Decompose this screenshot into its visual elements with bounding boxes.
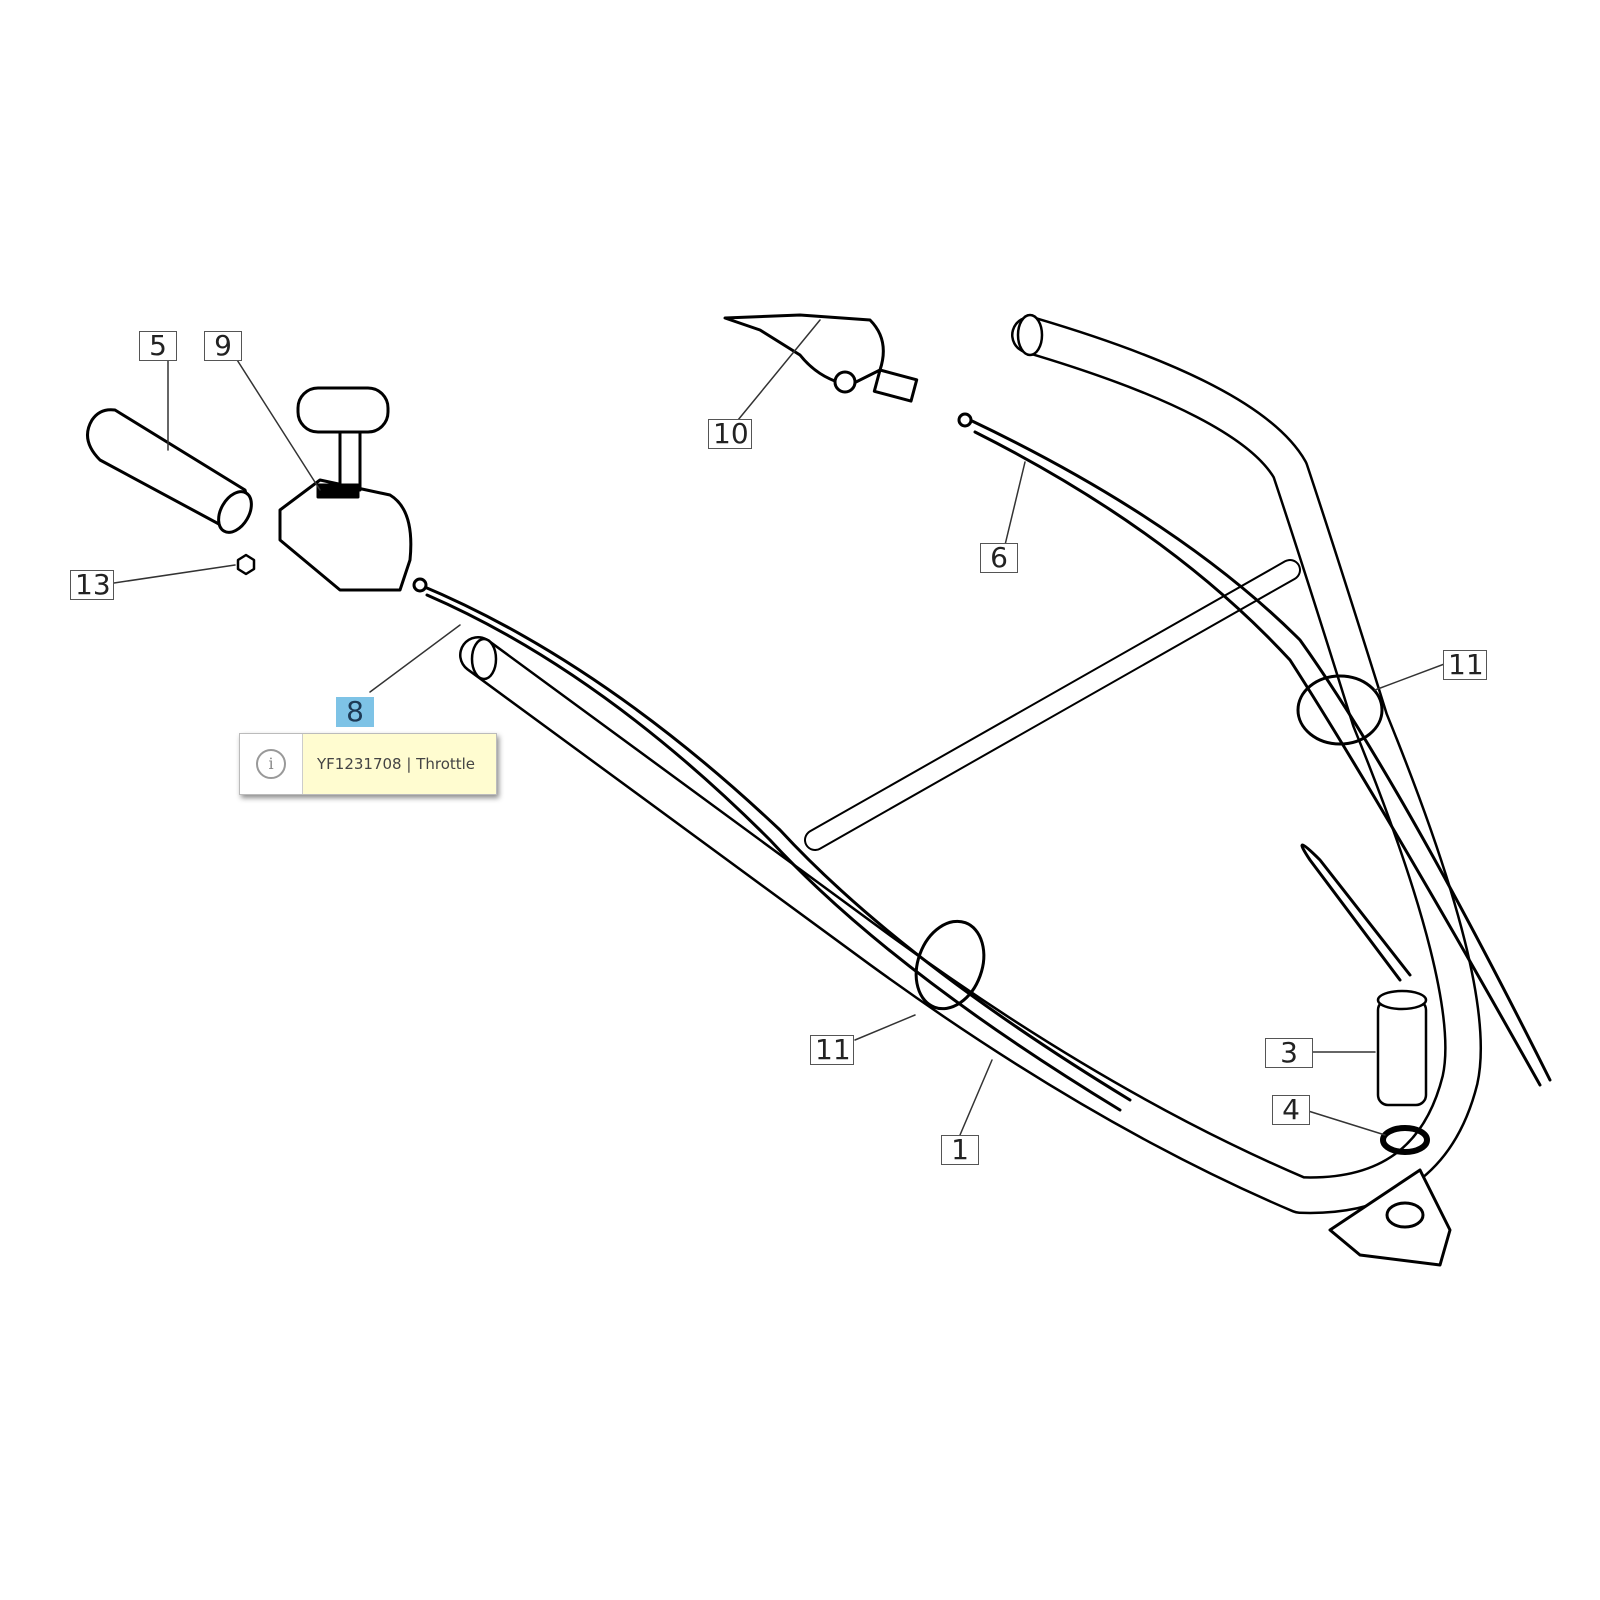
- callout-1[interactable]: 1: [941, 1135, 979, 1165]
- crossbar: [804, 559, 1301, 851]
- leader-lines: [113, 319, 1456, 1136]
- brake-lever-10: [723, 313, 919, 403]
- callout-6[interactable]: 6: [980, 543, 1018, 573]
- callout-5[interactable]: 5: [139, 331, 177, 361]
- callout-10[interactable]: 10: [708, 419, 752, 449]
- callout-11[interactable]: 11: [810, 1035, 854, 1065]
- tooltip-text: YF1231708 | Throttle: [303, 734, 496, 794]
- part-tooltip: i YF1231708 | Throttle: [239, 733, 497, 795]
- info-icon[interactable]: i: [240, 734, 303, 794]
- handlebar-frame[interactable]: [459, 313, 1483, 1215]
- info-glyph: i: [256, 749, 286, 779]
- grip-5: [86, 408, 253, 534]
- knob-3: [1376, 989, 1428, 1107]
- nut-13: [236, 553, 256, 576]
- throttle-lever-9: [278, 386, 413, 592]
- callout-9[interactable]: 9: [204, 331, 242, 361]
- callout-8[interactable]: 8: [336, 697, 374, 727]
- callout-3[interactable]: 3: [1265, 1038, 1313, 1068]
- callout-13[interactable]: 13: [70, 570, 114, 600]
- callout-11[interactable]: 11: [1443, 650, 1487, 680]
- callout-4[interactable]: 4: [1272, 1095, 1310, 1125]
- cable-tie-11: [1296, 674, 1384, 746]
- bail-lever: [1300, 843, 1412, 982]
- washer-4: [1380, 1125, 1430, 1155]
- cables[interactable]: [412, 412, 1552, 1112]
- bracket: [1328, 1168, 1452, 1267]
- cable-tie-11: [914, 919, 986, 1011]
